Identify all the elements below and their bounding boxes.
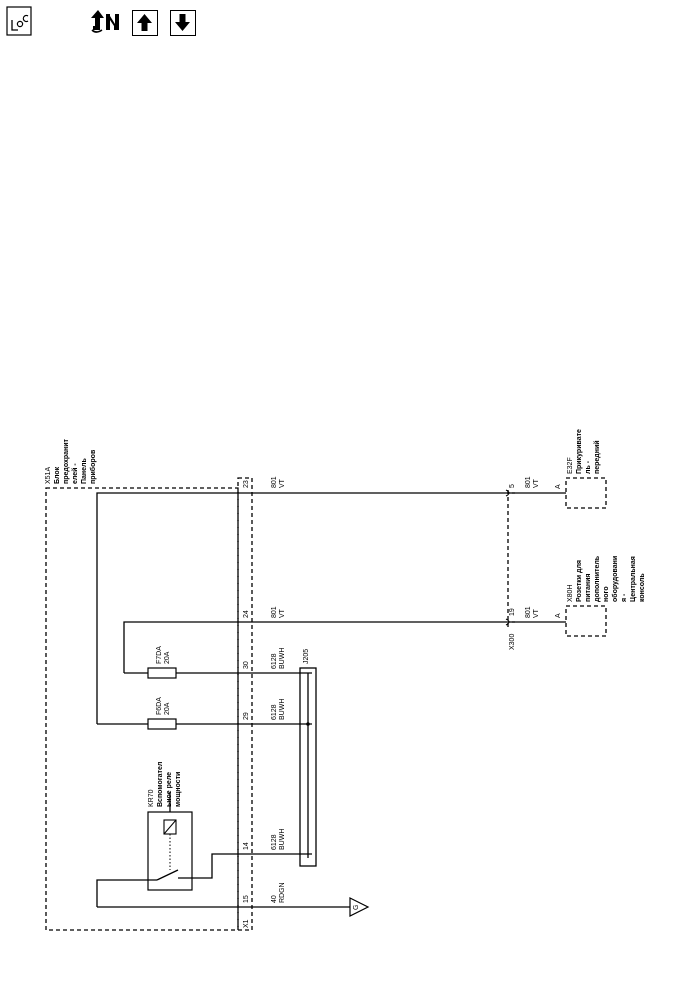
svg-text:BUWH: BUWH: [279, 829, 286, 850]
connector-x1-outline: [237, 477, 253, 931]
fuse-block-outline: [45, 487, 239, 931]
svg-text:дополнитель: дополнитель: [594, 555, 601, 602]
pin-29: 29: [243, 712, 250, 720]
fuse-f6da: [147, 718, 177, 730]
x51a-label: X51A Блок предохранит елей - Панель приб…: [45, 438, 97, 484]
svg-text:Розетки для: Розетки для: [576, 560, 583, 602]
svg-text:Вспомогател: Вспомогател: [157, 762, 164, 807]
svg-text:BUWH: BUWH: [279, 648, 286, 669]
ground-symbol: [349, 897, 370, 917]
pin-15: 15: [243, 895, 250, 903]
svg-text:Блок: Блок: [54, 466, 61, 484]
svg-text:6128: 6128: [271, 834, 278, 850]
wire-label-6128-c: 6128 BUWH: [271, 829, 286, 850]
loc-icon[interactable]: [6, 6, 32, 36]
pin-24: 24: [243, 610, 250, 618]
toolbar: [0, 0, 700, 40]
svg-text:801: 801: [271, 476, 278, 488]
component-x80h: [565, 605, 607, 637]
svg-text:6128: 6128: [271, 704, 278, 720]
svg-text:6128: 6128: [271, 653, 278, 669]
fuse-f7da-label: F7DA 20A: [156, 646, 171, 664]
svg-text:40: 40: [271, 895, 278, 903]
x80h-label: X80H Розетки для питания дополнитель ног…: [567, 555, 646, 602]
relay-coil-mark: [163, 819, 177, 835]
svg-text:VT: VT: [533, 478, 540, 488]
e32f-pin-a: A: [555, 484, 562, 489]
component-e32f: [565, 477, 607, 509]
relay-kr70: [147, 811, 193, 891]
svg-text:VT: VT: [279, 608, 286, 618]
wire-label-801-b: 801 VT: [271, 606, 286, 618]
wire-label-801-d: 801 VT: [525, 606, 540, 618]
arrow-up-icon[interactable]: [132, 10, 158, 36]
pin-23: 23: [243, 480, 250, 488]
relay-output-wire: [178, 853, 312, 879]
fuse-f6da-label: F6DA 20A: [156, 697, 171, 715]
svg-text:ль -: ль -: [585, 460, 592, 474]
svg-text:VT: VT: [279, 478, 286, 488]
svg-text:приборов: приборов: [89, 449, 97, 484]
x300-pin-5: 5: [509, 484, 516, 488]
svg-text:ного: ного: [603, 586, 610, 602]
x300-pin19-mark: [505, 618, 510, 626]
svg-text:KR70: KR70: [148, 789, 155, 807]
svg-text:X80H: X80H: [567, 584, 574, 602]
wire-label-6128-a: 6128 BUWH: [271, 648, 286, 669]
svg-text:20A: 20A: [164, 702, 171, 715]
navigation-tree-icon[interactable]: [86, 6, 126, 36]
svg-text:F6DA: F6DA: [156, 697, 163, 715]
svg-text:Центральная: Центральная: [630, 556, 637, 602]
svg-text:801: 801: [271, 606, 278, 618]
svg-text:консоль: консоль: [639, 573, 646, 602]
fuse-f7da: [147, 667, 177, 679]
svg-text:801: 801: [525, 606, 532, 618]
wire-label-6128-b: 6128 BUWH: [271, 699, 286, 720]
splice-j205-label: J205: [303, 649, 310, 664]
svg-text:RDGN: RDGN: [279, 882, 286, 903]
splice-j205: [299, 667, 317, 867]
svg-text:Панель: Панель: [81, 458, 88, 484]
svg-text:оборудовани: оборудовани: [611, 556, 619, 602]
ground-label: G: [353, 905, 360, 910]
svg-text:20A: 20A: [164, 651, 171, 664]
svg-text:F7DA: F7DA: [156, 646, 163, 664]
svg-text:X51A: X51A: [45, 467, 52, 484]
svg-text:елей -: елей -: [71, 463, 79, 484]
svg-text:мощности: мощности: [175, 772, 182, 807]
splice-dot: [306, 722, 310, 726]
wire-label-801-c: 801 VT: [525, 476, 540, 488]
x80h-pin-a: A: [555, 613, 562, 618]
svg-text:я -: я -: [621, 593, 628, 602]
e32f-label: E32F Прикуривате ль - передний: [567, 429, 601, 474]
pin-30: 30: [243, 661, 250, 669]
x300-pin5-mark: [505, 489, 510, 497]
svg-text:801: 801: [525, 476, 532, 488]
connector-x1-label: X1: [243, 919, 250, 928]
svg-text:VT: VT: [533, 608, 540, 618]
arrow-down-icon[interactable]: [170, 10, 196, 36]
svg-text:ьное реле: ьное реле: [166, 772, 173, 807]
relay-switch-arm: [156, 869, 179, 881]
svg-text:питания: питания: [585, 574, 592, 602]
wire-feed-23: [96, 492, 515, 724]
wire-feed-24: [123, 621, 515, 673]
x300-pin-19: 19: [509, 608, 516, 616]
svg-text:E32F: E32F: [567, 457, 574, 474]
relay-kr70-label: KR70 Вспомогател ьное реле мощности: [148, 762, 182, 807]
pin-14: 14: [243, 842, 250, 850]
svg-text:передний: передний: [593, 440, 601, 474]
wire-label-40: 40 RDGN: [271, 882, 286, 903]
svg-text:предохранит: предохранит: [63, 438, 70, 484]
connector-x300-label: X300: [509, 634, 516, 650]
svg-text:BUWH: BUWH: [279, 699, 286, 720]
relay-input-wire: [96, 879, 157, 907]
wire-label-801-a: 801 VT: [271, 476, 286, 488]
svg-text:Прикуривате: Прикуривате: [576, 429, 583, 474]
